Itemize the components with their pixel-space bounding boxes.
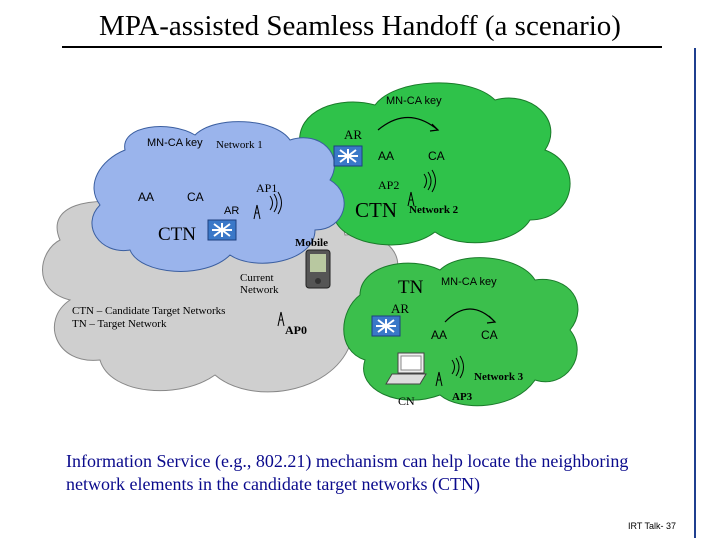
network1-ctn-label: CTN <box>158 224 196 245</box>
network2-ar-label: AR <box>344 127 363 142</box>
information-service-text: Information Service (e.g., 802.21) mecha… <box>66 451 629 494</box>
network3-ap-label: AP3 <box>452 391 473 403</box>
network1-mnca-key-label: MN-CA key <box>147 137 203 149</box>
network3-aa-label: AA <box>431 328 448 342</box>
network1-ar-label: AR <box>224 205 240 217</box>
network3-ar-label: AR <box>391 301 410 316</box>
slide-title: MPA-assisted Seamless Handoff (a scenari… <box>99 10 621 42</box>
network3-tn-label: TN <box>398 277 424 298</box>
legend-ctn: CTN – Candidate Target Networks <box>72 305 226 317</box>
legend-tn: TN – Target Network <box>72 318 167 330</box>
network3-label: Network 3 <box>474 371 524 383</box>
router-icon <box>333 145 363 167</box>
network2-mnca-key-label: MN-CA key <box>386 95 442 107</box>
network2-ap-label: AP2 <box>378 178 400 192</box>
network2-ctn-label: CTN <box>355 198 397 222</box>
laptop-icon <box>385 352 427 385</box>
pda-mobile-icon <box>305 249 331 289</box>
network2-label: Network 2 <box>409 204 459 216</box>
network1-aa-label: AA <box>138 190 155 204</box>
network1-cloud <box>91 121 345 272</box>
key-exchange-arc-network2-head <box>429 123 440 132</box>
router-icon <box>371 315 401 337</box>
current-network-label: Current Network <box>240 272 279 296</box>
network1-ca-label: CA <box>187 190 204 204</box>
router-icon <box>207 219 237 241</box>
network3-mnca-key-label: MN-CA key <box>441 276 497 288</box>
right-border-line <box>694 48 696 538</box>
key-exchange-arc-network3-head <box>486 315 497 324</box>
network1-label: Network 1 <box>216 139 263 151</box>
cn-label: CN <box>398 394 415 408</box>
network2-aa-label: AA <box>378 149 395 163</box>
network2-cloud <box>285 82 571 246</box>
network1-ap-label: AP1 <box>256 181 278 195</box>
slide-footer: IRT Talk- 37 <box>628 521 677 531</box>
network2-ca-label: CA <box>428 149 445 163</box>
network3-ca-label: CA <box>481 328 498 342</box>
mobile-label: Mobile <box>295 237 328 249</box>
title-underline <box>62 46 662 48</box>
current-network-ap-label: AP0 <box>285 323 307 337</box>
key-exchange-arc-network2 <box>377 117 439 131</box>
